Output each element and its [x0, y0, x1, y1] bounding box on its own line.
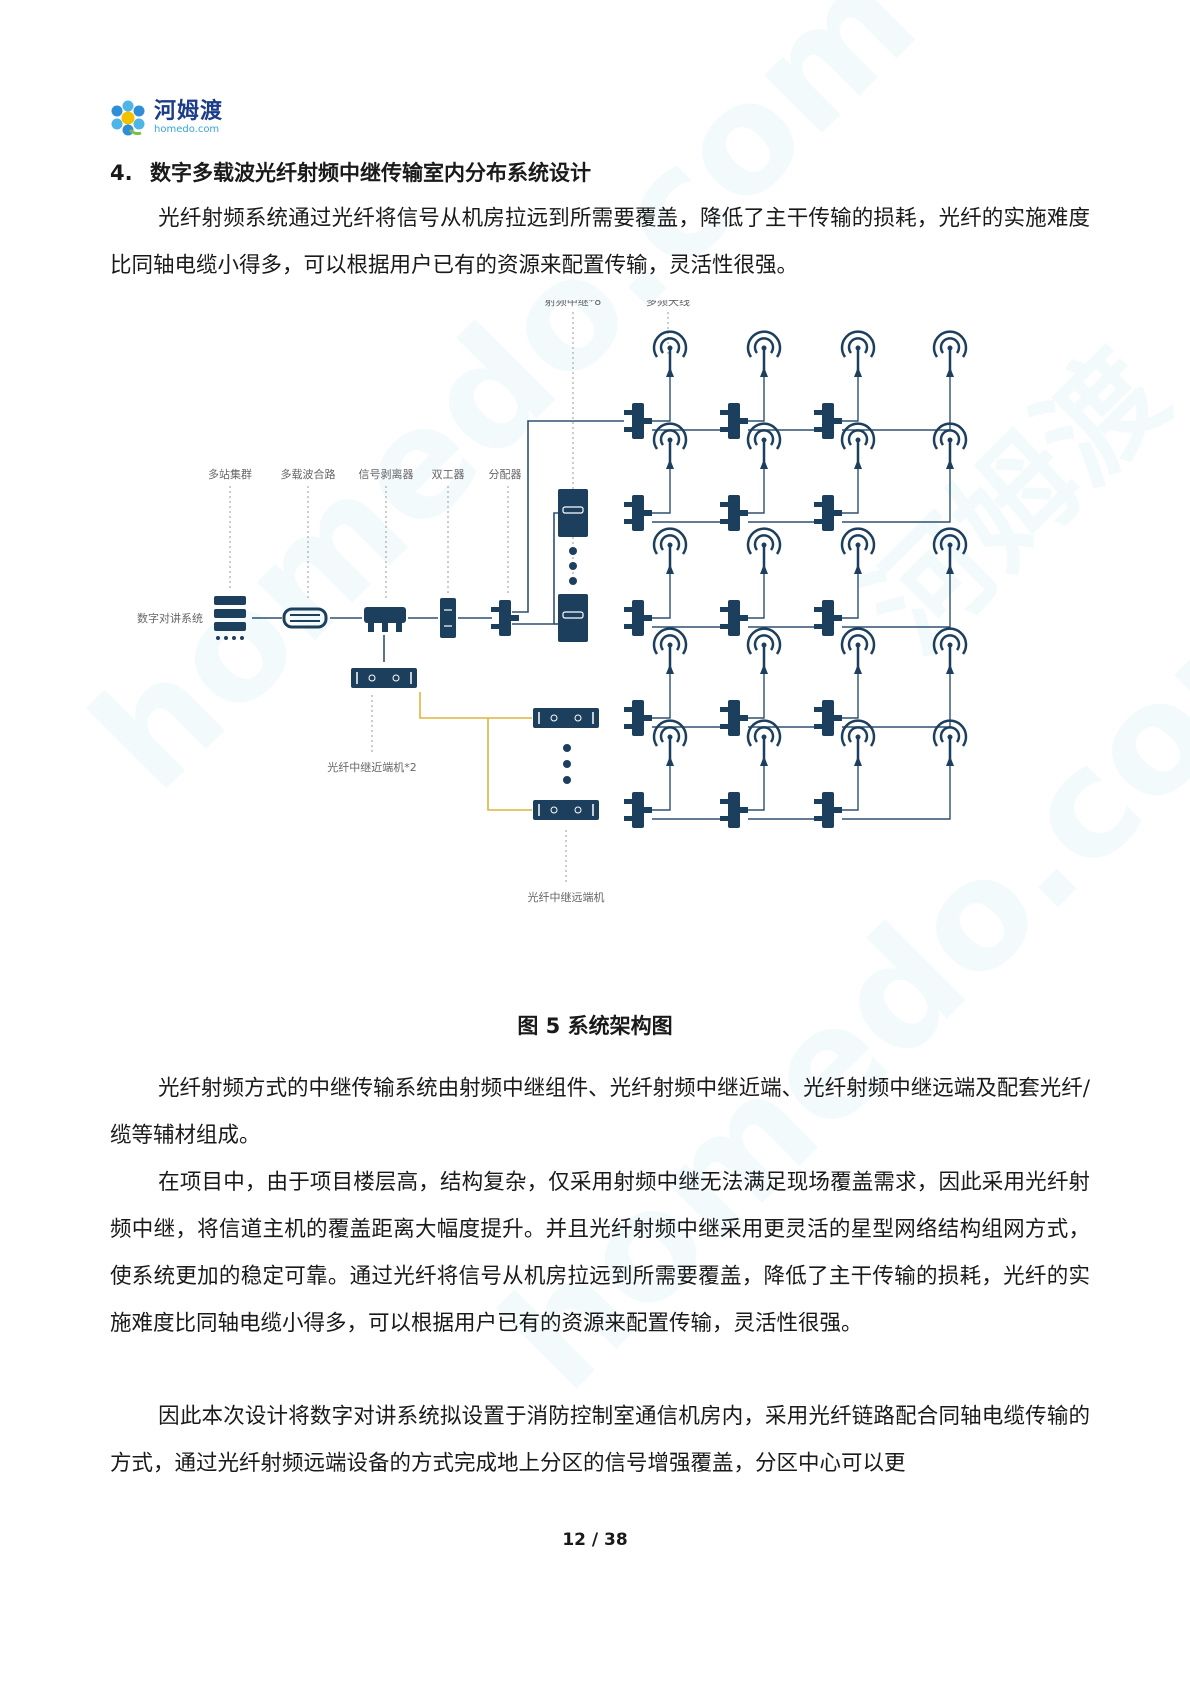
coupler-icon [720, 403, 748, 439]
paragraph: 光纤射频方式的中继传输系统由射频中继组件、光纤射频中继近端、光纤射频中继远端及配… [110, 1076, 1090, 1148]
antenna-icon [746, 330, 782, 379]
fiber-far-unit-icon [532, 799, 600, 821]
divider-icon [491, 600, 519, 636]
ellipsis-dot [569, 547, 577, 555]
coupler-icon [624, 600, 652, 636]
label-splitter: 信号剥离器 [359, 467, 414, 481]
ellipsis-dot [569, 562, 577, 570]
coax-segment [842, 376, 859, 422]
duplexer-icon [440, 598, 456, 638]
page-number: 12 / 38 [562, 1530, 628, 1550]
logo-english: homedo.com [154, 124, 220, 135]
coax-segment [748, 376, 765, 422]
antenna-icon [840, 627, 876, 676]
header-logo: 河姆渡 homedo.com [108, 100, 223, 136]
coax-segment [748, 765, 765, 811]
diagram-labels: 多站集群 多载波合路 信号剥离器 双工器 分配器 射频中继*8 多频天线 数字对… [137, 300, 690, 904]
antenna-icon [932, 527, 968, 576]
coupler-icon [720, 600, 748, 636]
logo-chinese: 河姆渡 [154, 99, 224, 124]
label-antenna: 多频天线 [646, 300, 690, 308]
flower-logo-icon [111, 100, 145, 136]
coupler-icon [720, 792, 748, 828]
fiber-near-unit-icon [350, 667, 418, 689]
coax-segment [748, 468, 765, 514]
antenna-branches [624, 330, 968, 828]
paragraph: 在项目中，由于项目楼层高，结构复杂，仅采用射频中继无法满足现场覆盖需求，因此采用… [110, 1170, 1090, 1336]
coax-segment [842, 573, 951, 628]
label-combiner: 多载波合路 [281, 467, 336, 481]
coax-segment [652, 376, 671, 422]
antenna-icon [652, 330, 688, 379]
coupler-icon [624, 403, 652, 439]
coax-segment [748, 673, 765, 719]
splitter-icon [364, 607, 406, 632]
section-heading: 4. 数字多载波光纤射频中继传输室内分布系统设计 [110, 157, 591, 187]
coax-segment [842, 765, 859, 811]
rf-repeater-icon [557, 593, 589, 643]
antenna-icon [840, 527, 876, 576]
coupler-icon [814, 792, 842, 828]
system-architecture-diagram: 多站集群 多载波合路 信号剥离器 双工器 分配器 射频中继*8 多频天线 数字对… [137, 300, 968, 904]
label-rf-repeater: 射频中继*8 [545, 300, 602, 308]
coupler-icon [624, 495, 652, 531]
label-multi-site: 多站集群 [208, 467, 252, 481]
coax-segment [842, 765, 951, 820]
coax-segment [842, 673, 859, 719]
antenna-icon [840, 330, 876, 379]
section-number: 4. [110, 161, 133, 185]
antenna-icon [652, 527, 688, 576]
coax-segment [652, 765, 671, 811]
section-title: 数字多载波光纤射频中继传输室内分布系统设计 [150, 161, 591, 185]
coax-segment [652, 573, 671, 619]
coupler-icon [814, 700, 842, 736]
ellipsis-dot [563, 760, 571, 768]
antenna-icon [932, 627, 968, 676]
ellipsis-dot [569, 577, 577, 585]
coax-segment [842, 573, 859, 619]
label-system: 数字对讲系统 [137, 611, 203, 625]
multi-site-server-icon [214, 596, 246, 640]
paragraph: 光纤射频系统通过光纤将信号从机房拉远到所需要覆盖，降低了主干传输的损耗，光纤的实… [110, 206, 1090, 278]
label-fiber-near: 光纤中继近端机*2 [327, 760, 417, 774]
rf-repeater-icon [557, 488, 589, 538]
coupler-icon [814, 495, 842, 531]
antenna-icon [652, 627, 688, 676]
combiner-icon [282, 607, 328, 629]
figure-caption: 图 5 系统架构图 [517, 1014, 673, 1038]
head-end-devices [214, 488, 600, 821]
label-fiber-far: 光纤中继远端机 [528, 890, 605, 904]
coax-segment [748, 573, 765, 619]
ellipsis-dot [563, 744, 571, 752]
coax-segment [842, 468, 859, 514]
coupler-icon [814, 600, 842, 636]
coupler-icon [720, 495, 748, 531]
label-duplexer: 双工器 [432, 468, 465, 481]
coupler-icon [720, 700, 748, 736]
label-leaders [229, 312, 669, 885]
coupler-icon [624, 700, 652, 736]
coupler-icon [624, 792, 652, 828]
antenna-icon [746, 527, 782, 576]
antenna-icon [746, 627, 782, 676]
ellipsis-dot [563, 776, 571, 784]
coax-segment [652, 468, 671, 514]
fiber-far-unit-icon [532, 707, 600, 729]
coax-links [252, 420, 624, 662]
antenna-icon [932, 330, 968, 379]
coupler-icon [814, 403, 842, 439]
coax-segment [842, 468, 951, 523]
label-divider: 分配器 [489, 468, 522, 481]
coax-segment [652, 673, 671, 719]
fiber-links [419, 692, 532, 811]
paragraph: 因此本次设计将数字对讲系统拟设置于消防控制室通信机房内，采用光纤链路配合同轴电缆… [110, 1404, 1090, 1476]
